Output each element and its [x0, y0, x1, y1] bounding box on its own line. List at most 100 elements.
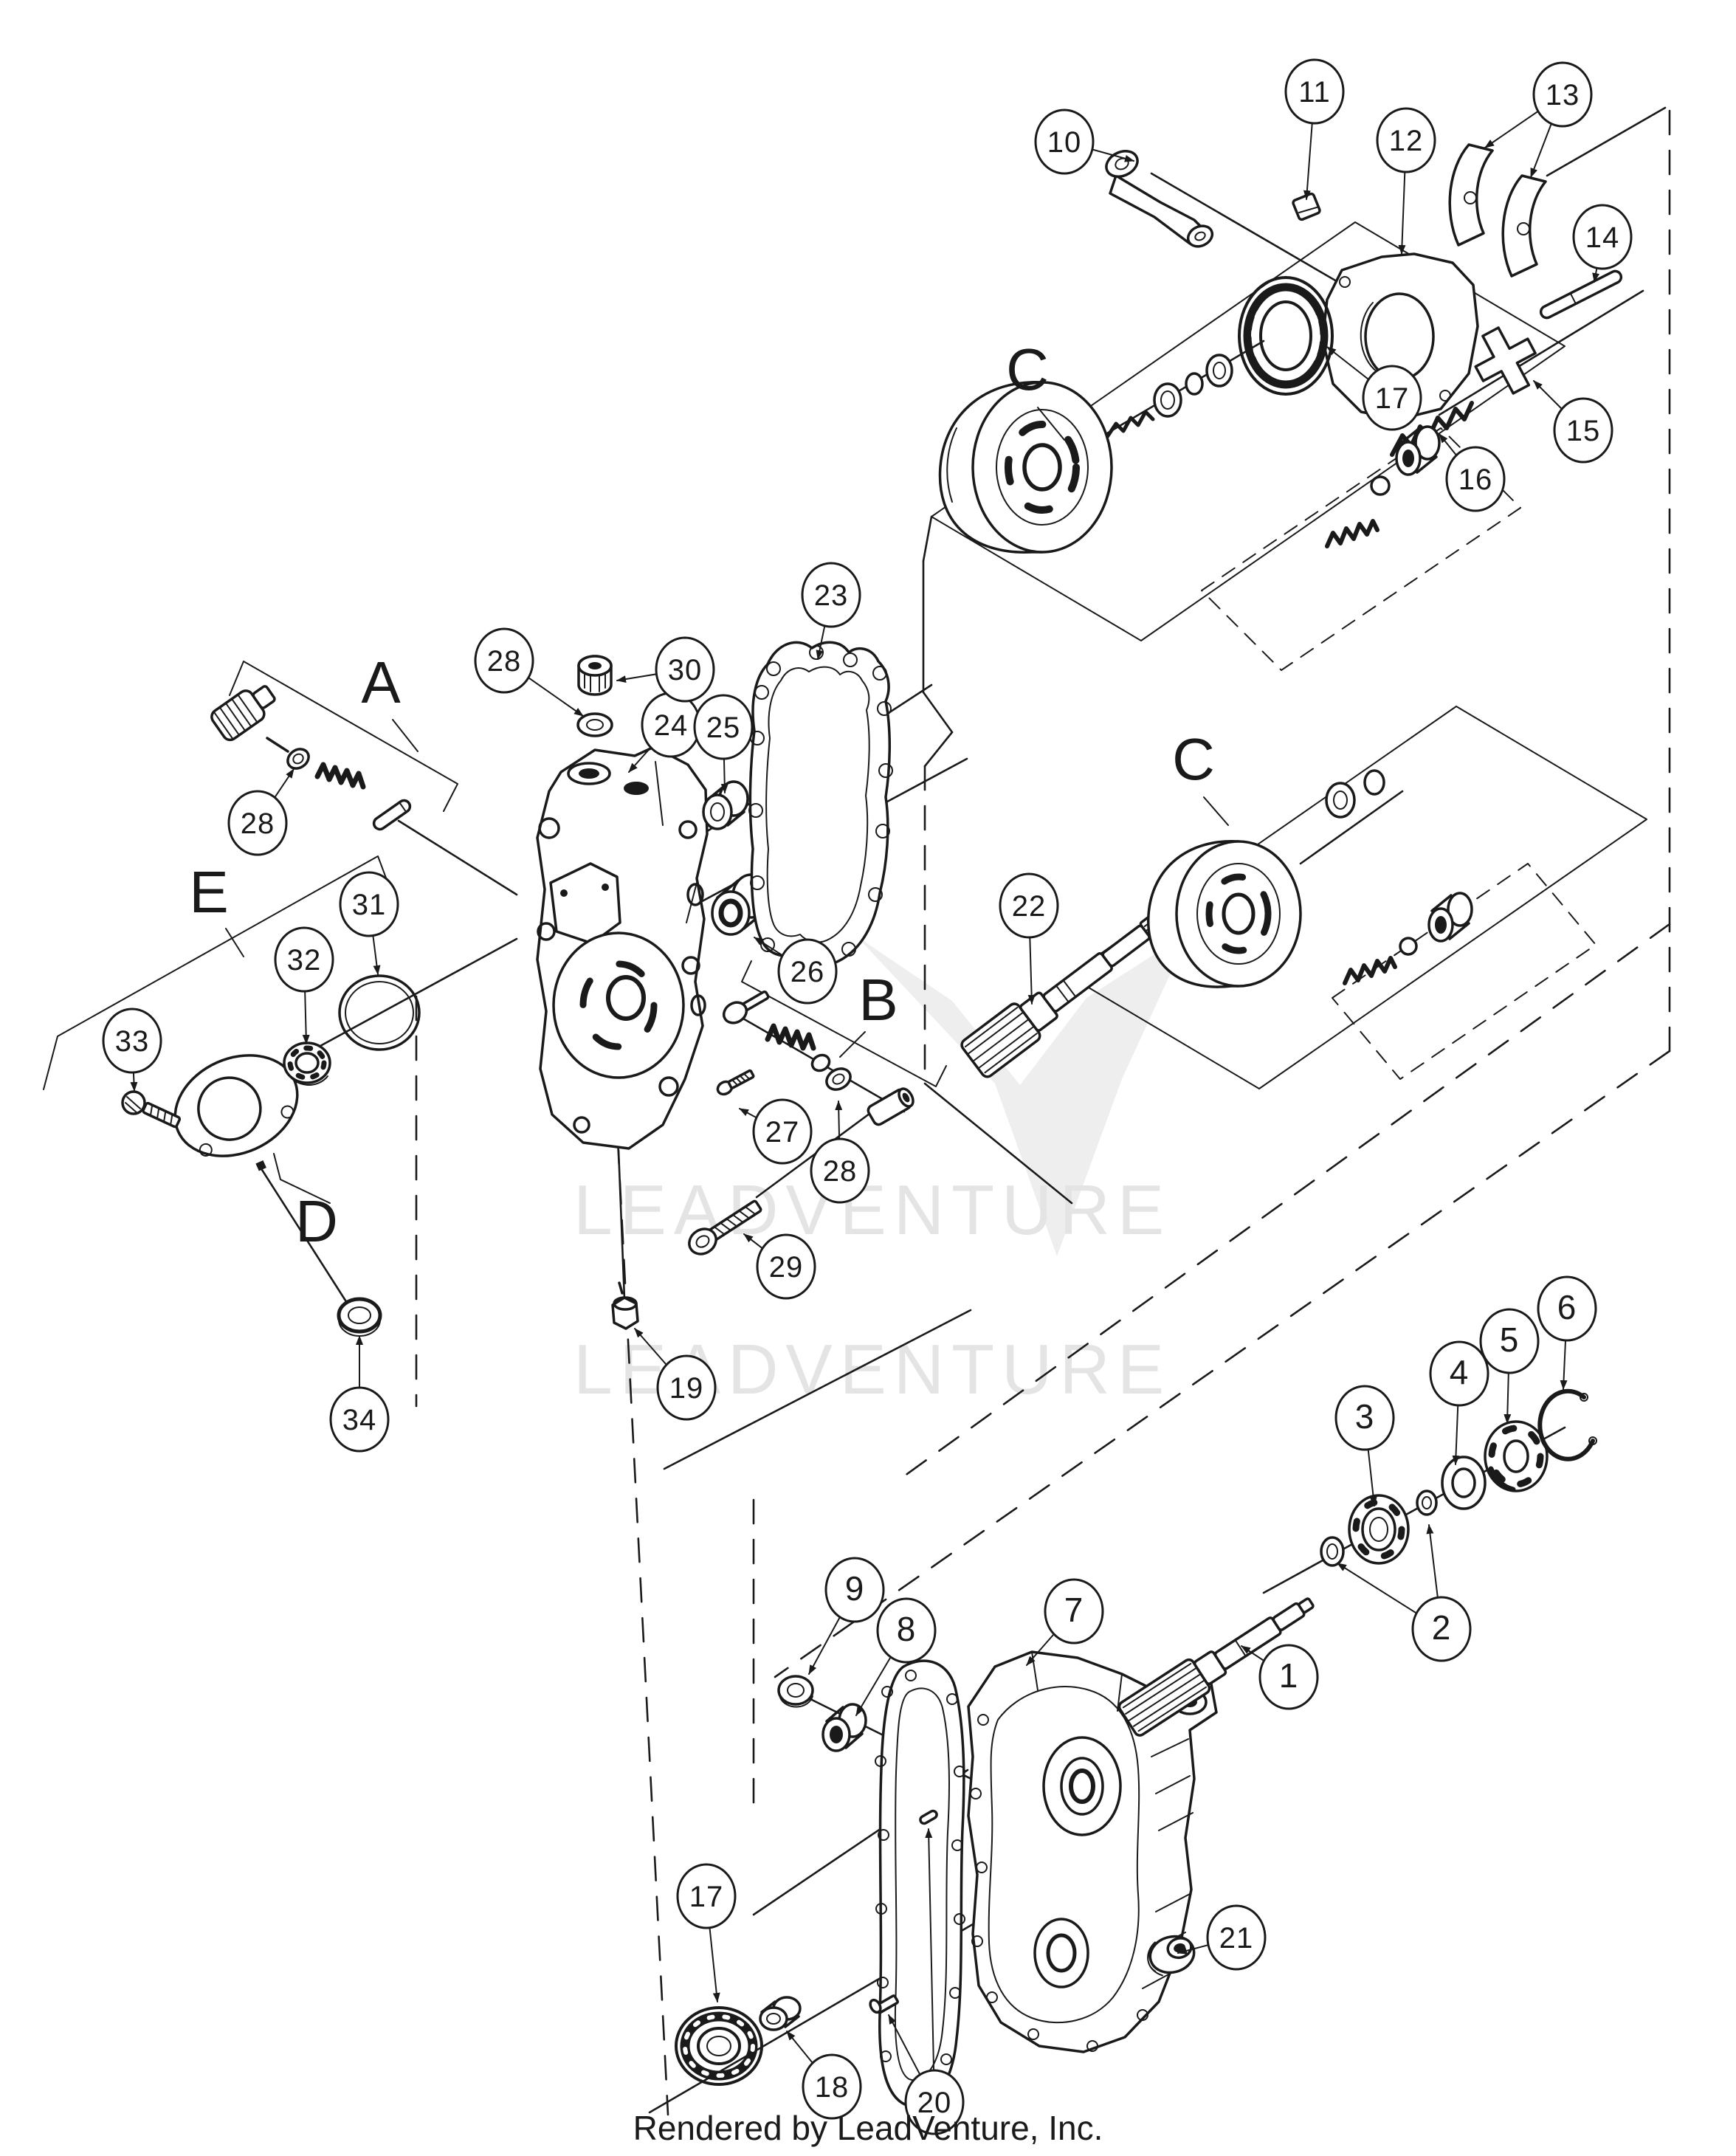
construction-line-22 — [1299, 790, 1404, 865]
section-label-tick — [1203, 796, 1229, 826]
callout-number: 31 — [352, 889, 387, 921]
construction-line-9 — [397, 819, 518, 896]
callout-number: 33 — [115, 1025, 150, 1058]
callout-8: 8 — [855, 1597, 937, 1716]
callout-circle — [1258, 1644, 1319, 1710]
section-letter: B — [858, 967, 898, 1033]
section-label-C-3: C — [1172, 726, 1229, 826]
callout-number: 24 — [654, 709, 689, 742]
callout-number: 23 — [814, 579, 849, 612]
callout-23: 23 — [801, 562, 861, 660]
callout-circle — [1445, 446, 1506, 512]
section-letter: A — [361, 650, 401, 715]
callout-number: 25 — [706, 712, 741, 744]
callout-circle — [339, 871, 399, 937]
seal-cap-part-9 — [777, 1675, 814, 1708]
cover-gasket-part-23 — [748, 641, 893, 967]
callout-number: 30 — [668, 654, 703, 686]
construction-line-1 — [922, 515, 933, 562]
callout-circle — [1034, 109, 1095, 175]
callout-25: 25 — [693, 694, 754, 793]
callout-circle — [1553, 397, 1613, 464]
callout-number: 18 — [815, 2071, 850, 2104]
watermark-text-row-1: LEADVENTURE — [574, 1171, 1171, 1250]
motor-cylinder-block-part-C2 — [1147, 840, 1302, 988]
callout-circle — [1376, 107, 1436, 173]
callout-16: 16 — [1439, 433, 1506, 512]
callout-number: 28 — [487, 645, 522, 678]
side-gasket-bottom — [875, 1659, 965, 2108]
bypass-valve-assembly-B — [722, 991, 914, 1126]
callout-circle — [1532, 61, 1593, 128]
section-label-A-0: A — [361, 650, 418, 752]
pump-cylinder-block-part-C1 — [938, 381, 1113, 554]
callout-number: 19 — [669, 1372, 704, 1405]
callout-4: 4 — [1429, 1340, 1489, 1465]
callout-leader — [925, 1828, 935, 2103]
callout-circle — [1206, 1904, 1267, 1971]
callout-circle — [1044, 1578, 1104, 1644]
washer-part-2b — [1416, 1489, 1438, 1516]
callout-27: 27 — [739, 1098, 813, 1165]
footer-credit: Rendered by LeadVenture, Inc. — [633, 2109, 1103, 2147]
construction-line-12 — [1438, 289, 1644, 416]
bearing-part-32 — [283, 1041, 331, 1086]
callout-number: 21 — [1219, 1922, 1254, 1954]
callout-7: 7 — [1026, 1578, 1104, 1666]
set-screw-part-27 — [716, 1069, 755, 1096]
callout-21: 21 — [1177, 1904, 1267, 1971]
callout-circle — [876, 1597, 937, 1664]
construction-line-4 — [923, 731, 954, 768]
callout-number: 26 — [790, 956, 825, 988]
callout-number: 8 — [897, 1610, 917, 1648]
callout-33: 33 — [102, 1008, 162, 1092]
callout-number: 34 — [342, 1404, 377, 1436]
section-label-tick — [1037, 407, 1065, 441]
construction-line-3 — [922, 691, 954, 734]
section-label-tick — [839, 1031, 866, 1058]
callout-1: 1 — [1241, 1644, 1319, 1710]
callout-circle — [824, 1557, 885, 1623]
callout-circle — [1429, 1340, 1489, 1407]
callout-circle — [274, 926, 334, 993]
section-box-0 — [931, 221, 1566, 641]
callout-22: 22 — [999, 872, 1059, 1005]
washer-part-28-top — [576, 712, 613, 737]
callout-18: 18 — [786, 2031, 862, 2120]
hex-bolt-part-29 — [688, 1199, 762, 1256]
callout-number: 16 — [1458, 464, 1493, 496]
callout-number: 28 — [823, 1155, 858, 1188]
o-ring-part-31 — [338, 974, 421, 1051]
section-label-D-4: D — [295, 1188, 338, 1254]
callout-circle — [655, 636, 715, 703]
callout-13: 13 — [1484, 61, 1593, 178]
relief-valve-assembly-A — [210, 685, 412, 831]
screw-part-20b — [869, 1994, 900, 2014]
callout-circle — [102, 1008, 162, 1074]
construction-line-6 — [663, 1309, 972, 1470]
callout-number: 32 — [287, 944, 322, 977]
callout-number: 10 — [1047, 126, 1082, 159]
pivot-pin-part-14 — [1539, 269, 1623, 320]
callout-5: 5 — [1479, 1308, 1540, 1424]
flange-bolt-part-33 — [121, 1090, 182, 1129]
section-letter: D — [295, 1188, 338, 1254]
callout-circle — [1362, 365, 1422, 431]
thrust-bearing-part-17-top — [1238, 276, 1334, 396]
callout-circle — [474, 627, 534, 694]
callout-26: 26 — [754, 937, 838, 1005]
callout-number: 11 — [1298, 76, 1331, 109]
callout-number: 27 — [765, 1116, 800, 1148]
callout-11: 11 — [1284, 58, 1345, 200]
callout-number: 9 — [845, 1569, 865, 1608]
callout-31: 31 — [339, 871, 399, 975]
bushing-part-18 — [759, 1996, 802, 2031]
section-bracket-3 — [273, 1153, 331, 1204]
callout-circle — [676, 1863, 737, 1929]
callout-28: 28 — [474, 627, 584, 717]
section-label-C-2: C — [1006, 337, 1065, 441]
cross-pivot-part-15 — [1474, 326, 1537, 395]
boundary-dashed-line-3 — [616, 1139, 669, 2116]
callout-circle — [999, 872, 1059, 939]
